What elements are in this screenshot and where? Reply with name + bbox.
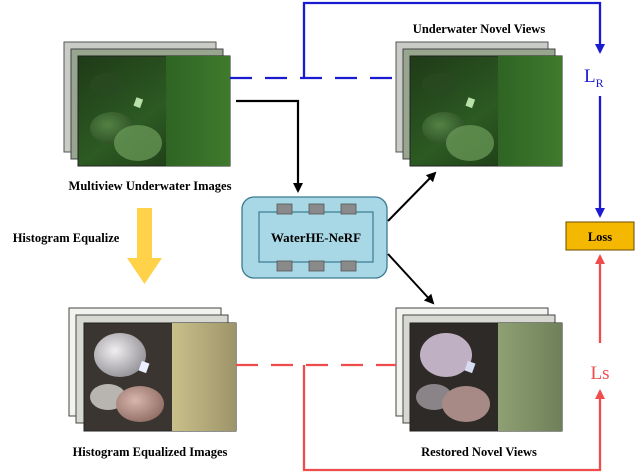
model-to-restored-views-arrow (387, 253, 435, 305)
loss-r-label: LR (584, 66, 604, 90)
reconstruction-loss-path: LR (230, 1, 605, 218)
model-to-underwater-views-arrow (387, 171, 437, 222)
waterhe-nerf-label: WaterHE-NeRF (271, 230, 361, 245)
input-to-model-arrow (236, 99, 303, 193)
loss-s-label: Ls (591, 363, 610, 384)
underwater-novel-views-stack (395, 41, 563, 167)
loss-label: Loss (588, 230, 612, 244)
underwater-novel-view-image (409, 55, 563, 167)
flow-arrows (236, 99, 437, 305)
multiview-underwater-images-label: Multiview Underwater Images (69, 179, 232, 193)
histogram-equalized-images-stack (68, 307, 237, 432)
underwater-novel-views-label: Underwater Novel Views (413, 22, 546, 36)
waterhe-nerf-model-block: WaterHE-NeRF (241, 196, 388, 279)
loss-r-subscript: R (596, 76, 604, 90)
restored-novel-view-image (409, 322, 563, 432)
histogram-equalized-image (83, 322, 237, 432)
histogram-equalize-arrow-icon (127, 208, 162, 284)
loss-box: Loss (565, 221, 635, 251)
restored-novel-views-label: Restored Novel Views (421, 445, 537, 459)
restored-novel-views-stack (395, 307, 563, 432)
restoration-loss-path: Ls (236, 254, 610, 472)
histogram-equalized-images-label: Histogram Equalized Images (73, 445, 228, 459)
multiview-underwater-images-stack (63, 41, 231, 167)
multiview-underwater-image (77, 55, 231, 167)
histogram-equalize-label: Histogram Equalize (13, 231, 120, 245)
loss-r-base: L (584, 66, 596, 87)
